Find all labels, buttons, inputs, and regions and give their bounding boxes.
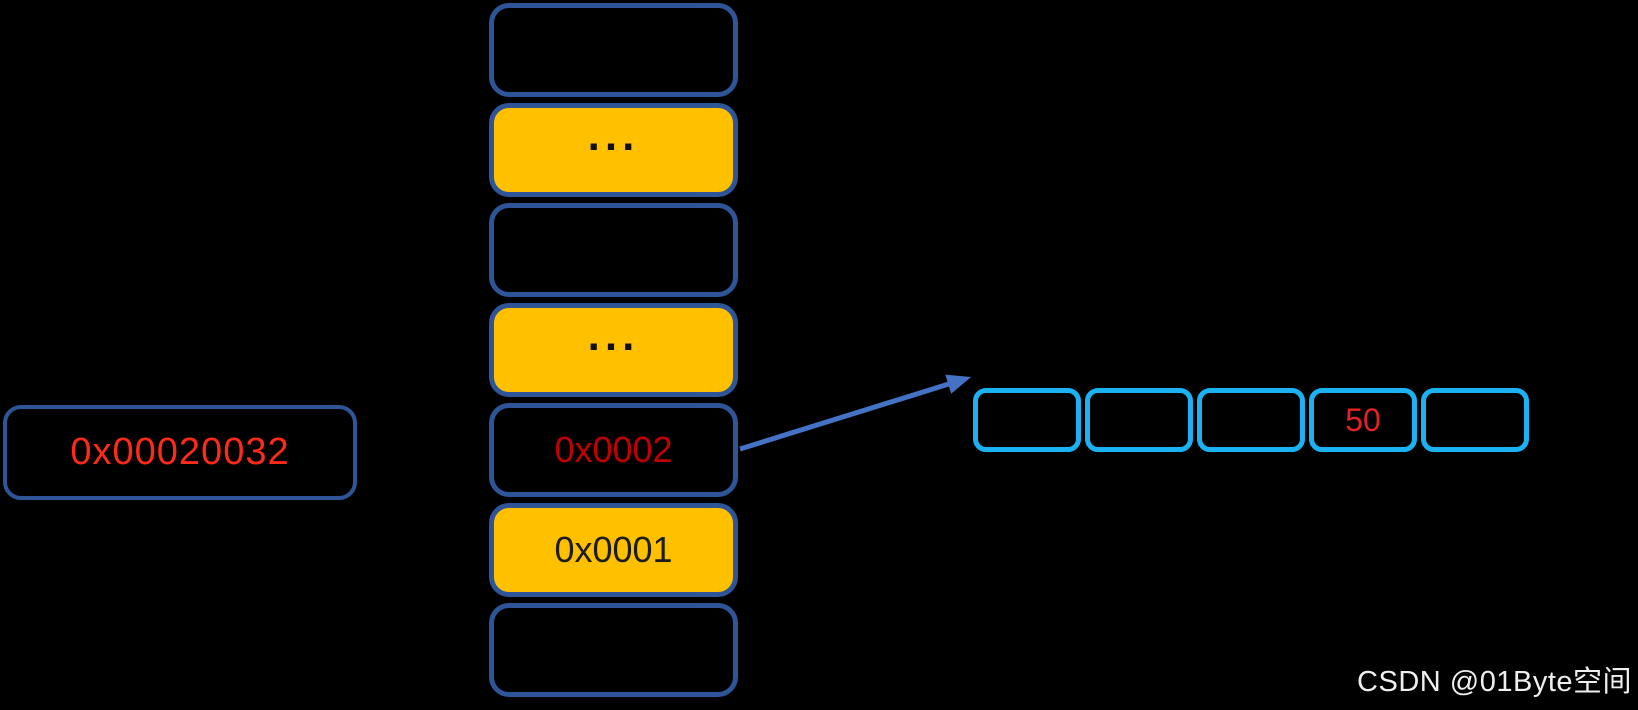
memory-cell bbox=[1197, 388, 1305, 452]
stack-cell-pointer-address: 0x0002 bbox=[489, 403, 738, 497]
pointer-address-label: 0x0002 bbox=[554, 429, 673, 470]
address-value-label: 0x00020032 bbox=[70, 431, 290, 473]
watermark: CSDN @01Byte空间 bbox=[1357, 666, 1632, 698]
stack-cell: ... bbox=[489, 303, 738, 397]
address-label: 0x0001 bbox=[554, 529, 673, 570]
stack: ... ... 0x0002 0x0001 bbox=[489, 3, 738, 697]
memory-cell bbox=[973, 388, 1081, 452]
stack-cell-address: 0x0001 bbox=[489, 503, 738, 597]
address-value-box: 0x00020032 bbox=[3, 405, 357, 500]
ellipsis-label: ... bbox=[587, 310, 640, 360]
memory-cell bbox=[1085, 388, 1193, 452]
memory-cell bbox=[1421, 388, 1529, 452]
memory-cell-value: 50 bbox=[1345, 401, 1381, 438]
stack-cell bbox=[489, 603, 738, 697]
memory-cell-with-value: 50 bbox=[1309, 388, 1417, 452]
stack-cell: ... bbox=[489, 103, 738, 197]
ellipsis-label: ... bbox=[587, 110, 640, 160]
memory-cell-row: 50 bbox=[973, 388, 1529, 452]
stack-cell bbox=[489, 203, 738, 297]
stack-cell bbox=[489, 3, 738, 97]
